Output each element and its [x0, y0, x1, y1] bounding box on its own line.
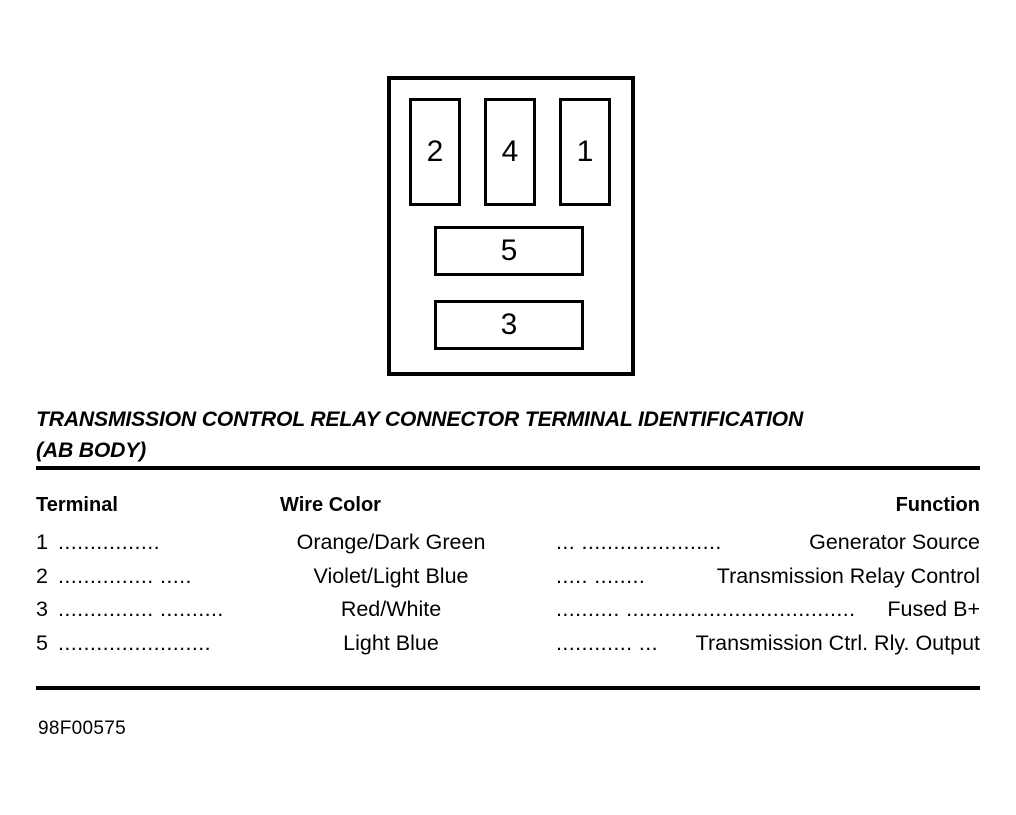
cell-function: Generator Source — [809, 530, 980, 554]
figure-title: TRANSMISSION CONTROL RELAY CONNECTOR TER… — [36, 404, 980, 465]
cell-function: Transmission Relay Control — [716, 563, 980, 588]
connector-pin-5: 5 — [434, 226, 584, 276]
pin-label: 2 — [426, 135, 444, 168]
pin-label: 3 — [500, 308, 518, 341]
connector-pin-4: 4 — [484, 98, 536, 206]
dot-leader: ........................ — [58, 630, 211, 655]
connector-pin-1: 1 — [559, 98, 611, 206]
cell-terminal: 3 — [36, 597, 48, 621]
table-row: 3 ............... .......... Red/White .… — [36, 597, 980, 631]
table-row: 1 ................ Orange/Dark Green ...… — [36, 530, 980, 564]
cell-function: Fused B+ — [887, 597, 980, 621]
cell-wire-color: Orange/Dark Green — [296, 530, 486, 554]
connector-pin-2: 2 — [409, 98, 461, 206]
dot-leader: .......... .............................… — [556, 597, 856, 621]
pin-label: 1 — [576, 135, 594, 168]
cell-terminal: 1 — [36, 530, 48, 554]
table-row: 2 ............... ..... Violet/Light Blu… — [36, 564, 980, 598]
table-header-row: Terminal Wire Color Function — [36, 494, 980, 526]
dot-leader: ..... ........ — [556, 563, 646, 588]
dot-leader: ............ ... — [556, 630, 658, 655]
column-header-terminal: Terminal — [36, 494, 118, 516]
connector-pin-3: 3 — [434, 300, 584, 350]
table-row: 5 ........................ Light Blue ..… — [36, 631, 980, 665]
pin-label: 4 — [501, 135, 519, 168]
column-header-function: Function — [895, 494, 980, 516]
cell-function: Transmission Ctrl. Rly. Output — [695, 630, 980, 655]
connector-diagram: 2 4 1 5 3 — [387, 76, 635, 376]
column-header-wire-color: Wire Color — [280, 494, 381, 516]
figure-title-line-1: TRANSMISSION CONTROL RELAY CONNECTOR TER… — [36, 407, 804, 431]
cell-wire-color: Light Blue — [343, 630, 439, 655]
title-divider-rule — [36, 466, 980, 470]
terminal-identification-table: Terminal Wire Color Function 1 .........… — [36, 494, 980, 664]
figure-reference-code: 98F00575 — [38, 718, 126, 739]
cell-wire-color: Red/White — [340, 597, 442, 621]
dot-leader: ... ...................... — [556, 530, 722, 554]
cell-wire-color: Violet/Light Blue — [313, 563, 469, 588]
table-body: 1 ................ Orange/Dark Green ...… — [36, 530, 980, 664]
dot-leader: ................ — [58, 530, 160, 554]
table-bottom-rule — [36, 686, 980, 690]
figure-title-line-2: (AB BODY) — [36, 437, 146, 462]
cell-terminal: 5 — [36, 630, 48, 655]
dot-leader: ............... ..... — [58, 563, 192, 588]
pin-label: 5 — [500, 234, 518, 267]
dot-leader: ............... .......... — [58, 597, 224, 621]
cell-terminal: 2 — [36, 563, 48, 588]
